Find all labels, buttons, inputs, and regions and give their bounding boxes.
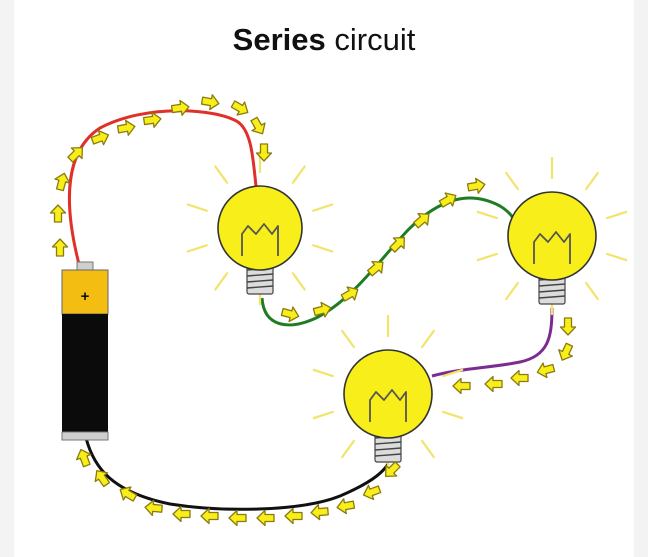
light-bulb-icon [476,156,628,316]
current-flow-arrow-icon [534,360,557,381]
current-flow-arrow-icon [228,509,247,527]
current-flow-arrow-icon [200,507,219,525]
current-flow-arrow-icon [228,96,253,120]
light-rays [476,156,628,316]
wire-negative [84,437,390,511]
current-flow-arrow-icon [51,238,69,257]
wire-bulb2-to-bulb3 [431,307,554,378]
bulb-filament [241,223,279,256]
title-bold-word: Series [232,22,326,57]
bulb-filament [369,389,407,422]
current-flow-arrow-icon [116,118,137,138]
current-flow-arrow-icon [246,114,270,139]
current-flow-arrow-icon [255,143,273,162]
diagram-title: Series circuit [0,22,648,58]
current-flow-arrow-icon [466,176,487,196]
battery-positive-symbol: + [81,288,90,305]
current-flow-arrow-icon [284,507,303,525]
battery-icon: + [61,261,109,441]
light-bulb-icon [186,150,334,306]
current-flow-arrow-icon [559,317,577,336]
current-flow-arrow-icon [49,204,67,223]
current-flow-arrow-icon [309,503,330,521]
current-flow-arrow-icon [484,375,503,393]
current-flow-arrow-icon [510,369,529,387]
current-flow-arrow-icon [279,304,302,325]
current-flow-arrow-icon [64,141,89,166]
current-flow-arrow-icon [89,127,112,149]
current-flow-arrow-icon [200,92,221,112]
current-flow-arrow-icon [311,299,334,320]
light-rays [312,314,464,474]
current-flow-arrow-icon [256,509,275,527]
light-bulb-icon [312,314,464,474]
current-flow-arrow-icon [172,505,191,523]
current-flow-arrow-icon [335,496,356,516]
title-rest-word: circuit [334,22,416,57]
current-flow-arrow-icon [554,340,577,364]
current-flow-arrow-icon [452,377,471,395]
current-flow-arrow-icon [170,98,191,118]
bulb-filament [533,231,571,264]
diagram-card [14,0,634,557]
wire-bulb1-to-bulb2 [260,196,522,327]
